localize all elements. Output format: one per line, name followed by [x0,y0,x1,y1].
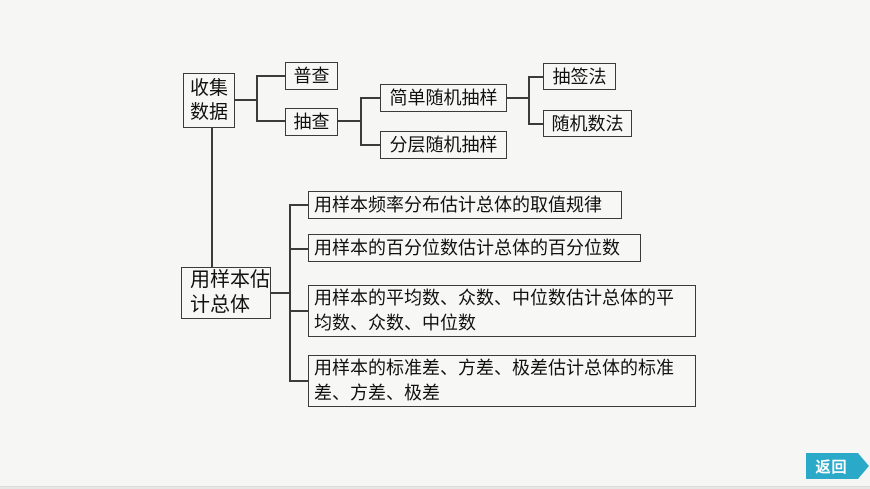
connector-line [528,76,543,78]
node-random-number-method: 随机数法 [543,110,632,137]
connector-line [234,99,256,101]
connector-line [528,76,530,124]
node-percentile: 用样本的百分位数估计总体的百分位数 [308,234,641,262]
connector-line [528,123,543,125]
connector-line [338,120,360,122]
slide-bottom-edge [0,486,870,489]
connector-line [360,97,380,99]
node-spot-check: 抽查 [285,108,338,136]
node-collect-data: 收集 数据 [183,73,235,128]
node-simple-random-sampling: 简单随机抽样 [380,84,507,112]
connector-line [256,75,258,121]
node-lottery-method: 抽签法 [543,63,616,90]
connector-line [360,144,380,146]
node-census: 普查 [285,62,338,90]
connector-line [271,292,289,294]
connector-line [256,120,285,122]
connector-line [360,97,362,145]
connector-line [289,204,291,381]
connector-line [256,75,285,77]
node-estimate-population: 用样本估 计总体 [181,267,271,319]
node-frequency-distribution: 用样本频率分布估计总体的取值规律 [308,191,622,219]
node-dispersion: 用样本的标准差、方差、极差估计总体的标准 差、方差、极差 [308,355,696,407]
connector-line [289,204,308,206]
connector-line [289,248,308,250]
connector-line [211,128,213,267]
connector-line [289,310,308,312]
connector-line [507,97,528,99]
connector-line [289,380,308,382]
node-central-tendency: 用样本的平均数、众数、中位数估计总体的平 均数、众数、中位数 [308,285,696,337]
back-button[interactable]: 返回 [806,453,869,479]
node-stratified-random-sampling: 分层随机抽样 [380,131,507,159]
